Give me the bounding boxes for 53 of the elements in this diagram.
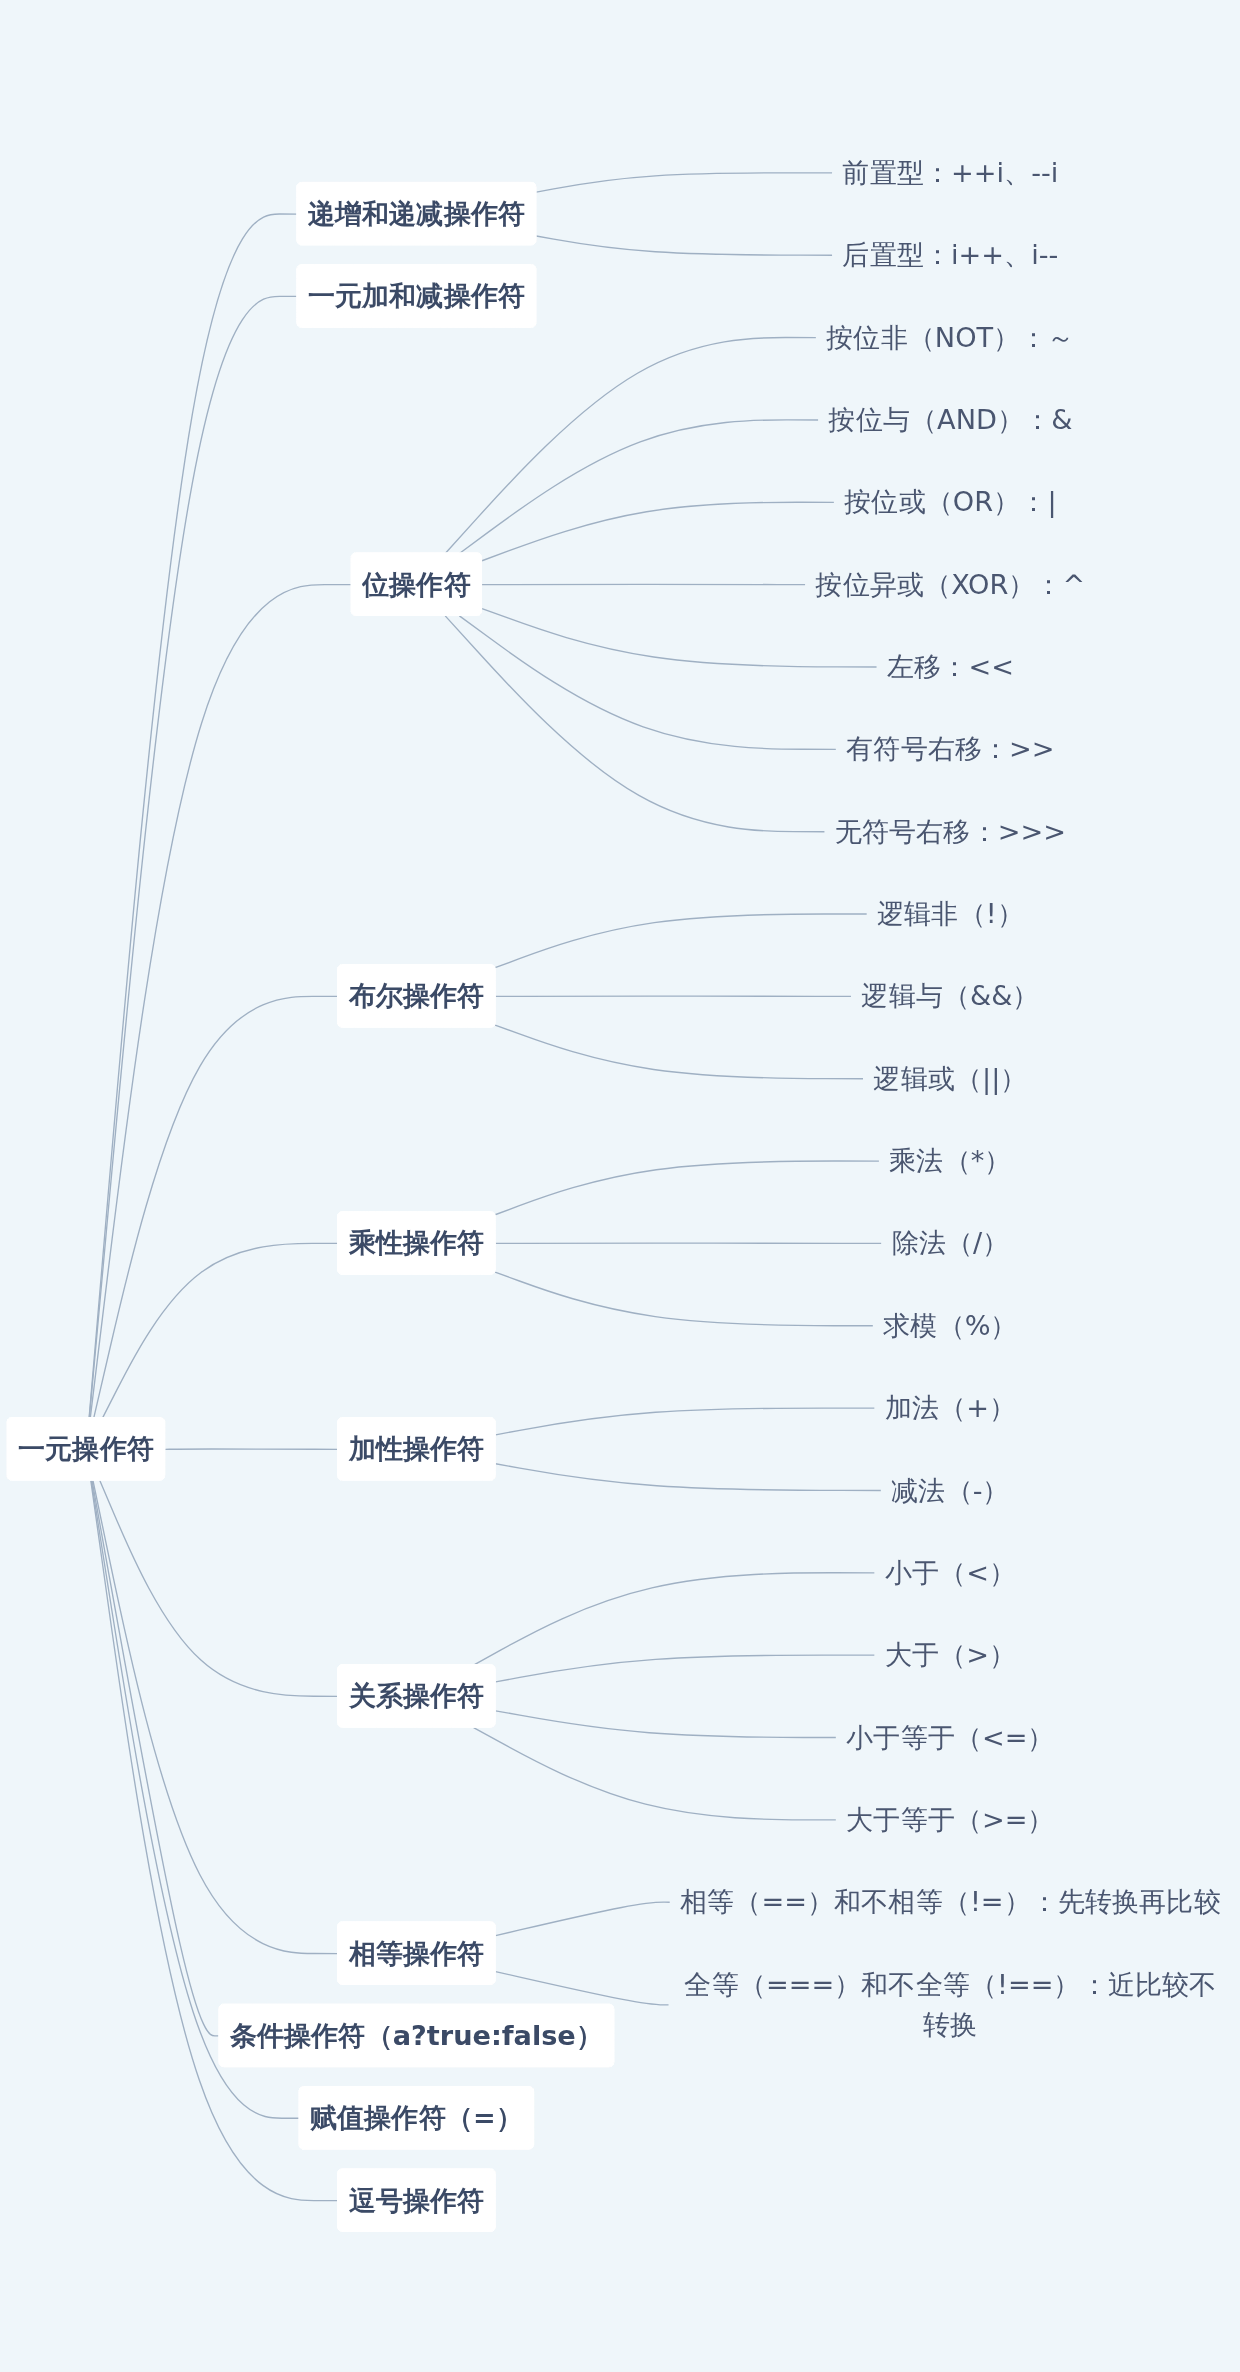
connector xyxy=(494,1462,882,1491)
node-text: 大于（>） xyxy=(884,1638,1017,1671)
connector xyxy=(481,501,835,562)
connector xyxy=(494,1901,671,1936)
node-text: 加法（+） xyxy=(884,1391,1017,1424)
connector xyxy=(494,1160,880,1216)
connector xyxy=(93,995,339,1419)
connector xyxy=(494,1654,875,1683)
node-text: 除法（/） xyxy=(891,1226,1010,1259)
node-text: 左移：<< xyxy=(886,650,1014,683)
connector xyxy=(494,1709,837,1738)
connector xyxy=(535,235,833,256)
node-text: 逻辑非（!） xyxy=(877,897,1024,930)
connector xyxy=(494,1024,864,1080)
node-text: 按位非（NOT）：～ xyxy=(826,320,1075,353)
connector xyxy=(494,995,852,997)
connector xyxy=(472,1726,837,1821)
node-text: 小于等于（<=） xyxy=(846,1720,1055,1753)
node-text: 有符号右移：>> xyxy=(846,732,1055,765)
node-text: 大于等于（>=） xyxy=(846,1803,1055,1835)
node-text: 按位与（AND）：& xyxy=(828,403,1073,436)
node-text: 按位异或（XOR）：^ xyxy=(815,568,1086,600)
connector xyxy=(481,607,878,668)
node-text: 逻辑或（||） xyxy=(873,1062,1028,1094)
connector xyxy=(101,1242,339,1419)
node-text: 逻辑与（&&） xyxy=(861,979,1040,1012)
node-text: 小于（<） xyxy=(884,1556,1017,1588)
connector xyxy=(89,583,353,1419)
connector xyxy=(535,171,833,193)
connector xyxy=(91,1479,221,2037)
node-text: 乘法（*） xyxy=(889,1144,1012,1177)
connector xyxy=(494,912,868,969)
connector xyxy=(444,336,817,554)
connector xyxy=(494,1242,882,1244)
node-text: 后置型：i++、i-- xyxy=(842,238,1059,271)
node-text: 前置型：++i、--i xyxy=(842,156,1059,188)
connector xyxy=(99,1479,339,1697)
connector xyxy=(481,583,806,585)
connector xyxy=(92,1479,339,1954)
connector xyxy=(494,1271,874,1327)
node-text: 相等（==）和不相等（!=）：先转换再比较 xyxy=(680,1885,1221,1918)
node-text: 全等（===）和不全等（!==）：近比较不转换 xyxy=(684,1967,1217,2041)
node-text: 减法（-） xyxy=(891,1473,1010,1506)
connector xyxy=(494,1407,875,1436)
connector xyxy=(494,1970,670,2006)
node-text: 无符号右移：>>> xyxy=(834,815,1066,847)
connector xyxy=(90,1479,339,2201)
connector xyxy=(164,1448,339,1450)
connector xyxy=(444,614,826,833)
connector xyxy=(458,614,837,750)
connector xyxy=(90,1479,301,2119)
node-text: 求模（%） xyxy=(883,1309,1018,1341)
node-text: 按位或（OR）：| xyxy=(844,485,1057,518)
